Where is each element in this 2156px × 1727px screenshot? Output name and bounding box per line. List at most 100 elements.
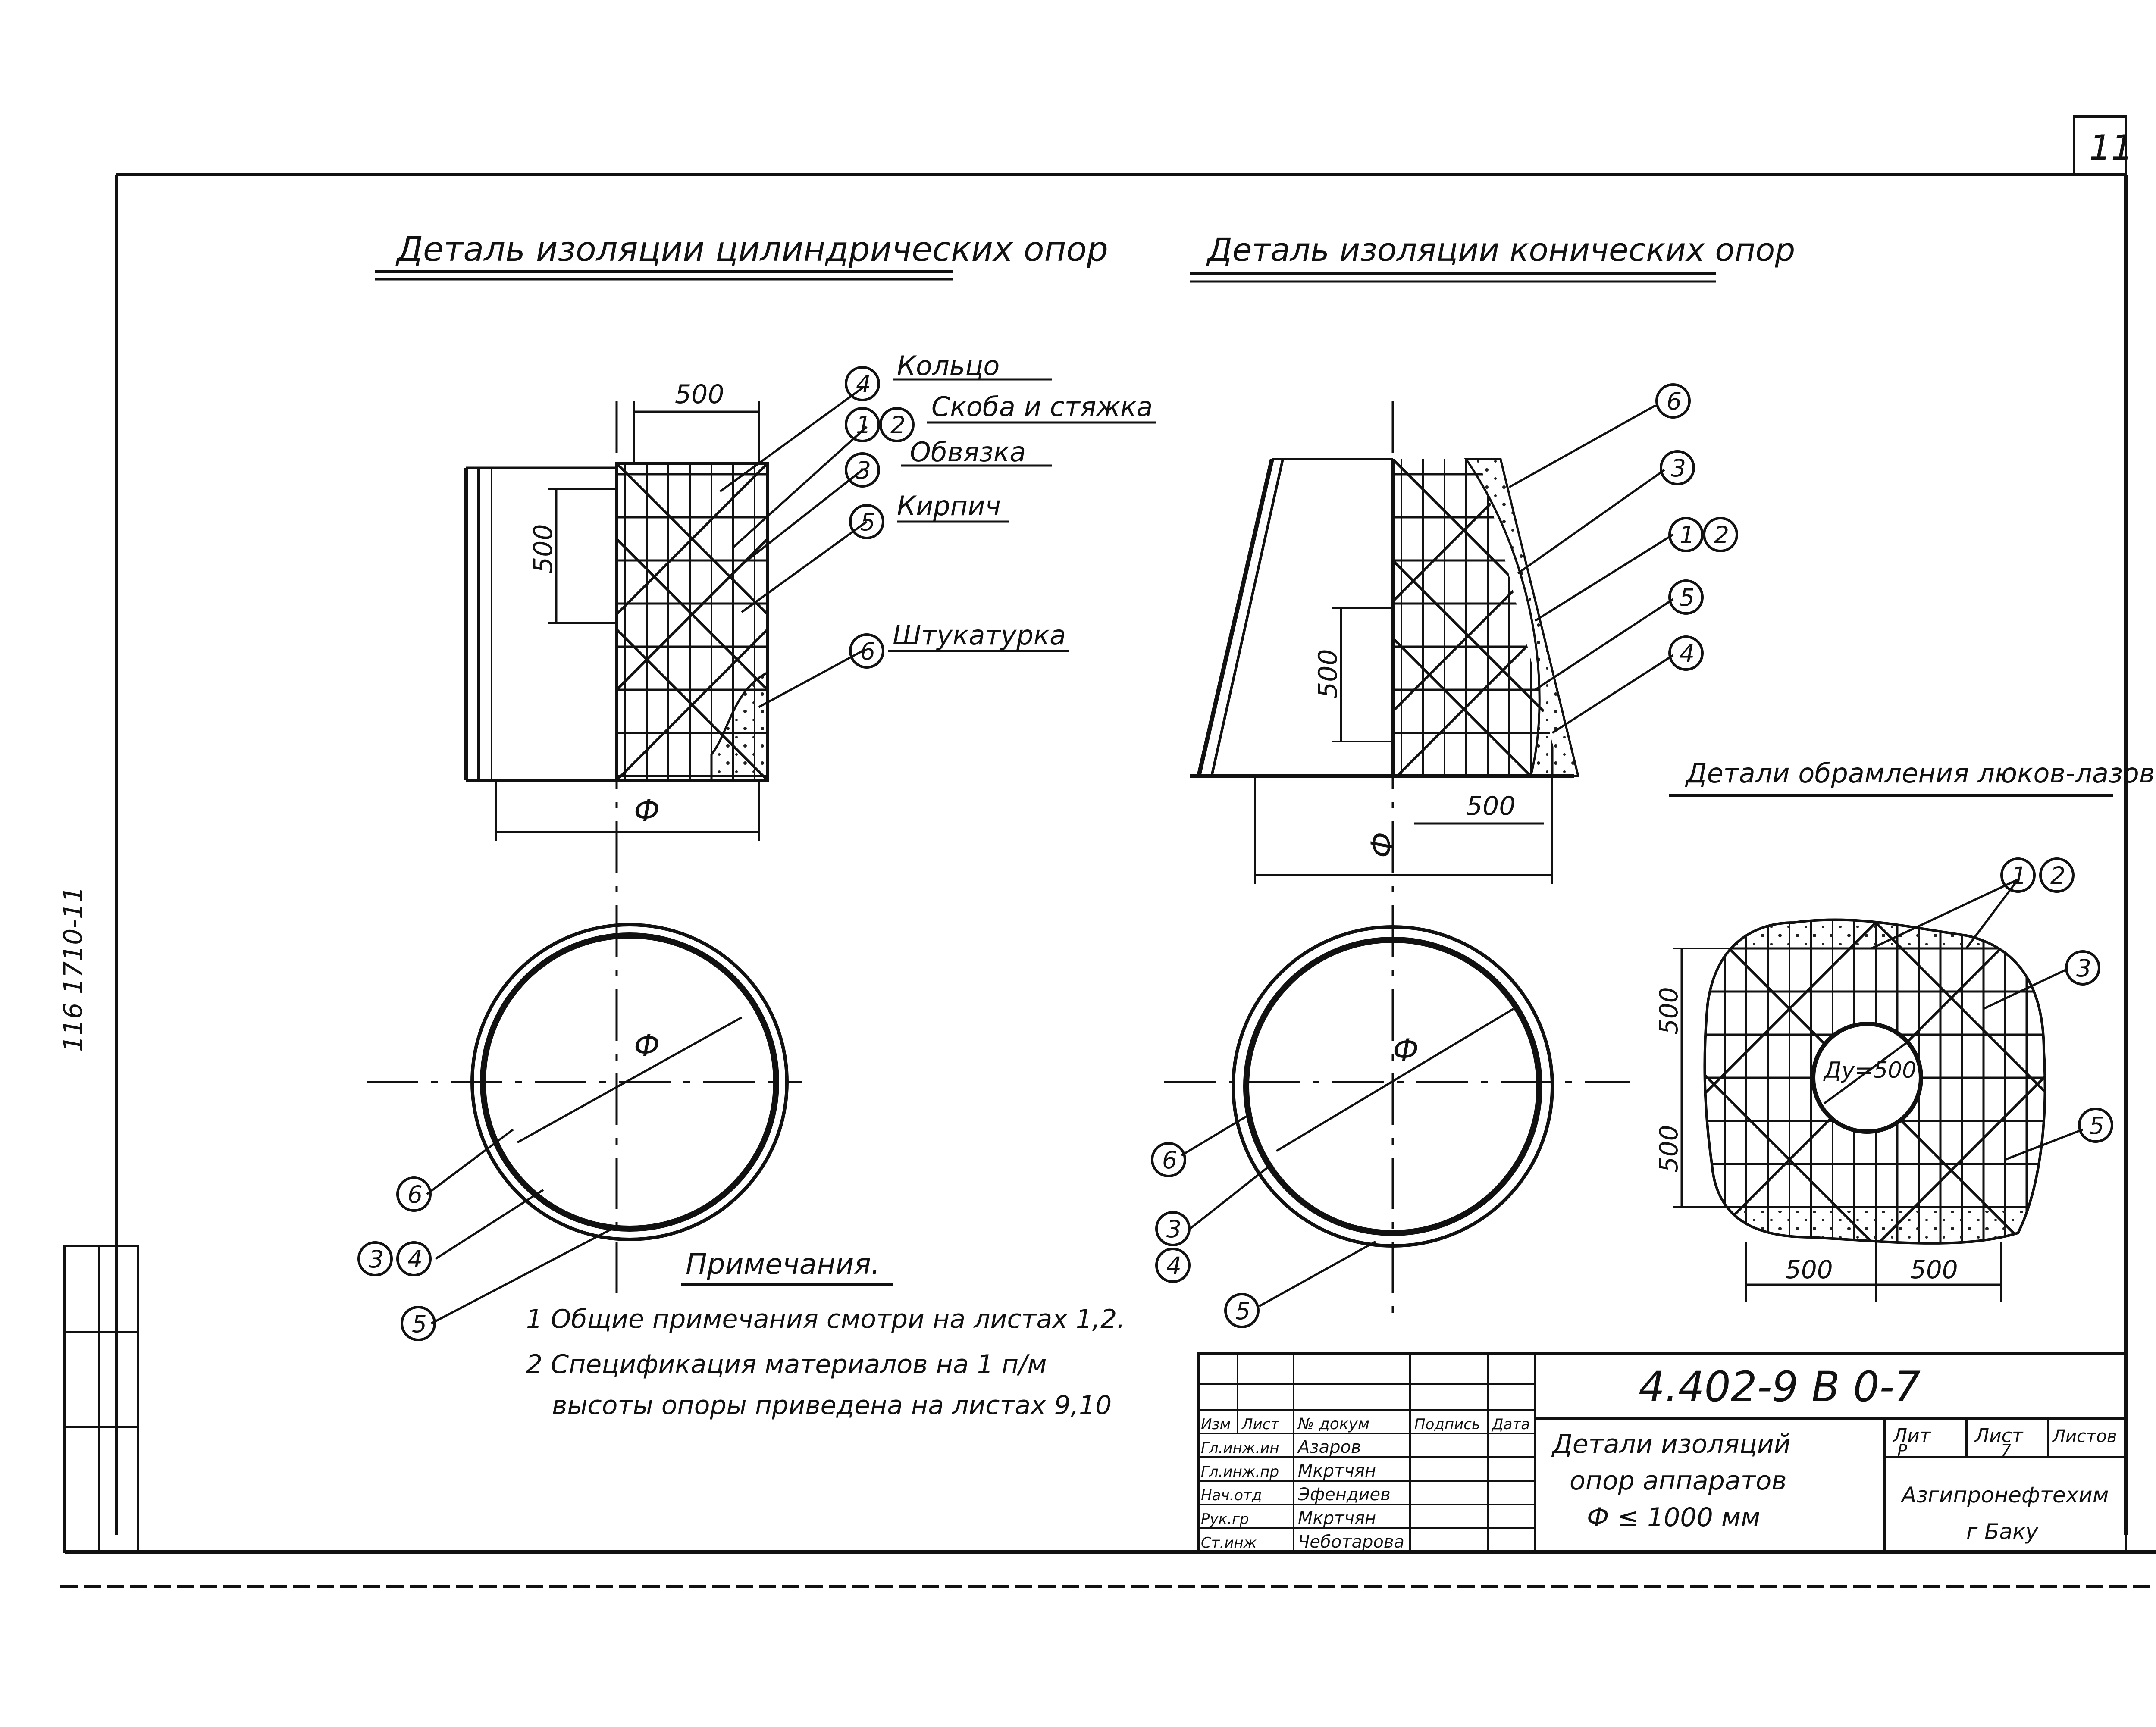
callout-3-con-label: 3: [1671, 454, 1686, 482]
cylindrical-title: Деталь изоляции цилиндрических опор: [395, 230, 1108, 269]
callout-6-con-label: 6: [1667, 388, 1682, 415]
callout-2-cyl-label: 2: [890, 411, 906, 439]
org-name: Азгипронефтехим: [1900, 1483, 2109, 1508]
role-2: Гл.инж.пр: [1201, 1463, 1279, 1480]
drawing-code: 4.402-9 В 0-7: [1639, 1363, 1921, 1411]
callout-5-con: 5: [1668, 579, 1704, 615]
sheet-value: 7: [2001, 1441, 2011, 1460]
callout-6-plan-cyl: 6: [396, 1176, 432, 1212]
notes-heading: Примечания.: [686, 1248, 880, 1281]
callout-3-cyl: 3: [845, 452, 880, 488]
dim-dy: Ду=500: [1823, 1057, 1916, 1083]
note-2a: 2 Спецификация материалов на 1 п/м: [526, 1349, 1047, 1380]
label-binding: Обвязка: [910, 436, 1026, 468]
label-brick: Кирпич: [897, 490, 1001, 522]
hatch-title: Детали обрамления люков-лазов: [1685, 757, 2155, 789]
label-bracket: Скоба и стяжка: [931, 391, 1153, 422]
callout-1-hatch: 1: [2000, 857, 2036, 893]
callout-5-con-label: 5: [1680, 584, 1695, 611]
callout-4-cyl-label: 4: [856, 370, 871, 398]
callout-3-plan-cyl: 3: [357, 1241, 393, 1276]
callout-3-con: 3: [1660, 450, 1695, 485]
dim-diameter-plan-cyl: Ф: [634, 1028, 660, 1064]
callout-4-plan-con-label: 4: [1166, 1252, 1181, 1280]
callout-3-plan-con-label: 3: [1166, 1215, 1181, 1243]
callout-4-plan-cyl-label: 4: [407, 1245, 423, 1273]
note-2b: высоты опоры приведена на листах 9,10: [552, 1390, 1112, 1420]
callout-6-plan-con: 6: [1151, 1142, 1186, 1177]
conical-title: Деталь изоляции конических опор: [1206, 232, 1795, 269]
name-5: Чеботарова: [1298, 1532, 1404, 1552]
name-4: Мкртчян: [1298, 1508, 1376, 1528]
side-stamp: 116 1710-11: [58, 886, 88, 1052]
sheet-label: Лист: [1974, 1425, 2024, 1447]
dim-500-hatch-h1: 500: [1785, 1255, 1833, 1284]
callout-4-con-label: 4: [1680, 640, 1695, 667]
dim-500-hatch-v2: 500: [1654, 1125, 1683, 1173]
callout-3-plan-con: 3: [1155, 1211, 1191, 1246]
desc-line-2: опор аппаратов: [1570, 1466, 1787, 1496]
label-plaster: Штукатурка: [893, 619, 1066, 651]
org-city: г Баку: [1966, 1519, 2039, 1544]
callout-2-con-label: 2: [1714, 521, 1729, 549]
sheet-frame: [60, 115, 2156, 1588]
dim-500-bottom-con: 500: [1466, 791, 1516, 821]
sheet-number: 11: [2089, 128, 2133, 168]
dim-500-hatch-v1: 500: [1654, 987, 1683, 1035]
dim-diameter-con: Ф: [1365, 832, 1400, 858]
callout-4-cyl: 4: [845, 366, 880, 401]
callout-3-hatch: 3: [2065, 950, 2100, 986]
dim-diameter-cyl: Ф: [634, 793, 660, 829]
header-izm: Изм: [1201, 1416, 1231, 1433]
callout-6-plan-cyl-label: 6: [407, 1181, 423, 1208]
callout-6-plan-con-label: 6: [1162, 1146, 1177, 1174]
title-block: 4.402-9 В 0-7 Изм Лист № докум Подпись Д…: [1197, 1352, 2127, 1553]
header-date: Дата: [1491, 1416, 1530, 1433]
role-5: Ст.инж: [1201, 1534, 1257, 1552]
dim-500-left-con: 500: [1313, 649, 1343, 698]
callout-4-plan-con: 4: [1155, 1248, 1191, 1283]
desc-line-1: Детали изоляций: [1551, 1429, 1791, 1459]
callout-5-cyl-label: 5: [860, 508, 875, 536]
dim-500-hatch-h2: 500: [1910, 1255, 1958, 1284]
callout-3-cyl-label: 3: [856, 457, 871, 484]
callout-1-cyl-label: 1: [856, 411, 871, 439]
dim-diameter-plan-con: Ф: [1393, 1032, 1419, 1068]
name-1: Азаров: [1297, 1437, 1361, 1457]
header-doc: № докум: [1297, 1415, 1369, 1433]
lit-label: Лит: [1892, 1425, 1931, 1447]
lit-value: Р: [1897, 1441, 1907, 1460]
role-3: Нач.отд: [1201, 1487, 1262, 1504]
callout-5-plan-cyl: 5: [401, 1306, 436, 1341]
cylindrical-detail: Деталь изоляции цилиндрических опор 500: [357, 230, 1156, 1341]
callout-2-hatch: 2: [2039, 857, 2075, 893]
callout-1-con: 1: [1668, 517, 1704, 552]
callout-5-hatch-label: 5: [2089, 1112, 2104, 1139]
callout-2-hatch-label: 2: [2050, 862, 2065, 889]
callout-4-con: 4: [1668, 635, 1704, 671]
desc-line-3: Ф ≤ 1000 мм: [1587, 1502, 1760, 1533]
sheets-label: Листов: [2052, 1427, 2117, 1446]
callout-5-plan-cyl-label: 5: [412, 1310, 427, 1338]
role-4: Рук.гр: [1201, 1511, 1249, 1528]
callout-5-plan-con: 5: [1224, 1293, 1260, 1328]
callout-5-hatch: 5: [2078, 1108, 2113, 1143]
dim-500-left-cyl: 500: [528, 524, 558, 573]
callout-1-hatch-label: 1: [2012, 862, 2027, 889]
callout-1-cyl: 1: [845, 407, 880, 442]
header-list: Лист: [1241, 1416, 1279, 1433]
callout-6-cyl-label: 6: [860, 638, 875, 665]
callout-5-cyl: 5: [849, 504, 884, 539]
header-sign: Подпись: [1414, 1416, 1480, 1433]
name-3: Эфендиев: [1297, 1485, 1391, 1505]
callout-3-plan-cyl-label: 3: [369, 1245, 384, 1273]
callout-4-plan-cyl: 4: [396, 1241, 432, 1276]
callout-1-con-label: 1: [1680, 521, 1695, 549]
callout-3-hatch-label: 3: [2076, 954, 2091, 982]
note-1: 1 Общие примечания смотри на листах 1,2.: [526, 1304, 1125, 1334]
label-ring: Кольцо: [897, 350, 1000, 382]
callout-5-plan-con-label: 5: [1235, 1297, 1250, 1325]
callout-2-con: 2: [1703, 517, 1738, 552]
